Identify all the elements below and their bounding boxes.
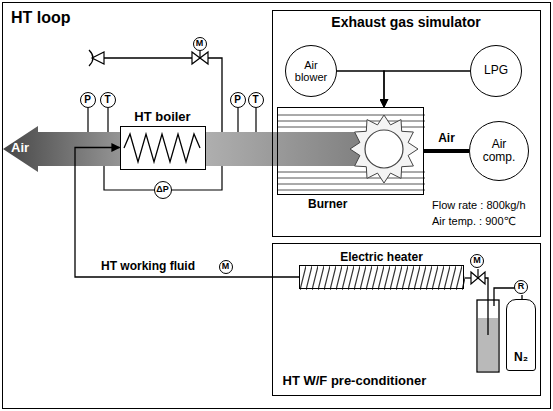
node-label: Air blower — [290, 59, 333, 83]
heater-coil — [300, 266, 465, 290]
node-label: HT loop — [11, 9, 71, 27]
blower-circle: Air blower — [285, 45, 337, 97]
boiler-body — [120, 126, 206, 170]
boiler-coil — [124, 134, 200, 162]
node-label: M — [222, 262, 230, 272]
node-label: LPG — [484, 64, 508, 77]
spec-note: Air temp. : 900℃ — [432, 215, 516, 228]
valve-motor-circle: M — [470, 254, 484, 268]
burner-box: Burner — [277, 107, 424, 195]
pipe-connector — [337, 71, 384, 107]
pipe-connector — [384, 71, 470, 107]
node-label: Electric heater — [340, 251, 423, 264]
node-label: Exhaust gas simulator — [331, 15, 480, 30]
spec-note: Flow rate : 800kg/h — [432, 199, 526, 212]
gas-cylinder: N₂ — [506, 299, 536, 371]
pipe-connector — [75, 148, 299, 278]
node-label: P — [84, 94, 91, 105]
node-label: Air comp. — [475, 138, 524, 164]
node-label: T — [252, 94, 258, 105]
pipe-connector — [424, 149, 469, 153]
flow-label: Air — [11, 141, 29, 156]
node-label: R — [518, 282, 525, 292]
valve-symbol — [192, 52, 208, 64]
node-label: HT W/F pre-conditioner — [283, 374, 427, 388]
fuel-circle: LPG — [470, 45, 522, 97]
sensor-circle: T — [248, 92, 264, 108]
valve-stem — [199, 51, 200, 58]
node-label: N₂ — [514, 351, 528, 364]
sensor-stems — [88, 108, 256, 132]
air-flow-arrow — [3, 126, 384, 172]
tank-dip-tube — [487, 300, 488, 335]
sensor-circle: P — [80, 92, 96, 108]
sensor-circle: P — [230, 92, 246, 108]
node-label: M — [473, 256, 481, 266]
burner-nozzle — [365, 130, 403, 168]
valve-motor-circle: M — [219, 260, 233, 274]
heater-outlet — [465, 277, 471, 278]
node-label: ΔP — [156, 185, 168, 195]
node-label: P — [234, 94, 241, 105]
vent-symbol — [92, 52, 104, 64]
valve-stem — [477, 269, 478, 278]
vent-outlet — [89, 50, 93, 66]
flame-symbol — [350, 115, 418, 183]
sensor-circle: ΔP — [154, 181, 172, 199]
fluid-tank — [477, 300, 499, 372]
node-label: M — [196, 39, 204, 49]
node-label: T — [104, 94, 110, 105]
heater-box: Electric heater — [299, 265, 464, 289]
node-label: Burner — [308, 198, 347, 211]
valve-motor-circle: M — [193, 37, 207, 51]
node-label: HT boiler — [134, 110, 190, 124]
edge-label: HT working fluid — [100, 260, 196, 274]
vent-line — [104, 58, 222, 132]
subsystem-box: Electric heater M R N₂ HT W/F pre-conditione… — [272, 243, 541, 396]
edge-label: Air — [437, 132, 456, 146]
compressor-circle: Air comp. — [469, 121, 529, 181]
sensor-circle: T — [100, 92, 116, 108]
boiler-box: HT boiler — [120, 126, 206, 170]
regulator-circle: R — [514, 280, 528, 294]
